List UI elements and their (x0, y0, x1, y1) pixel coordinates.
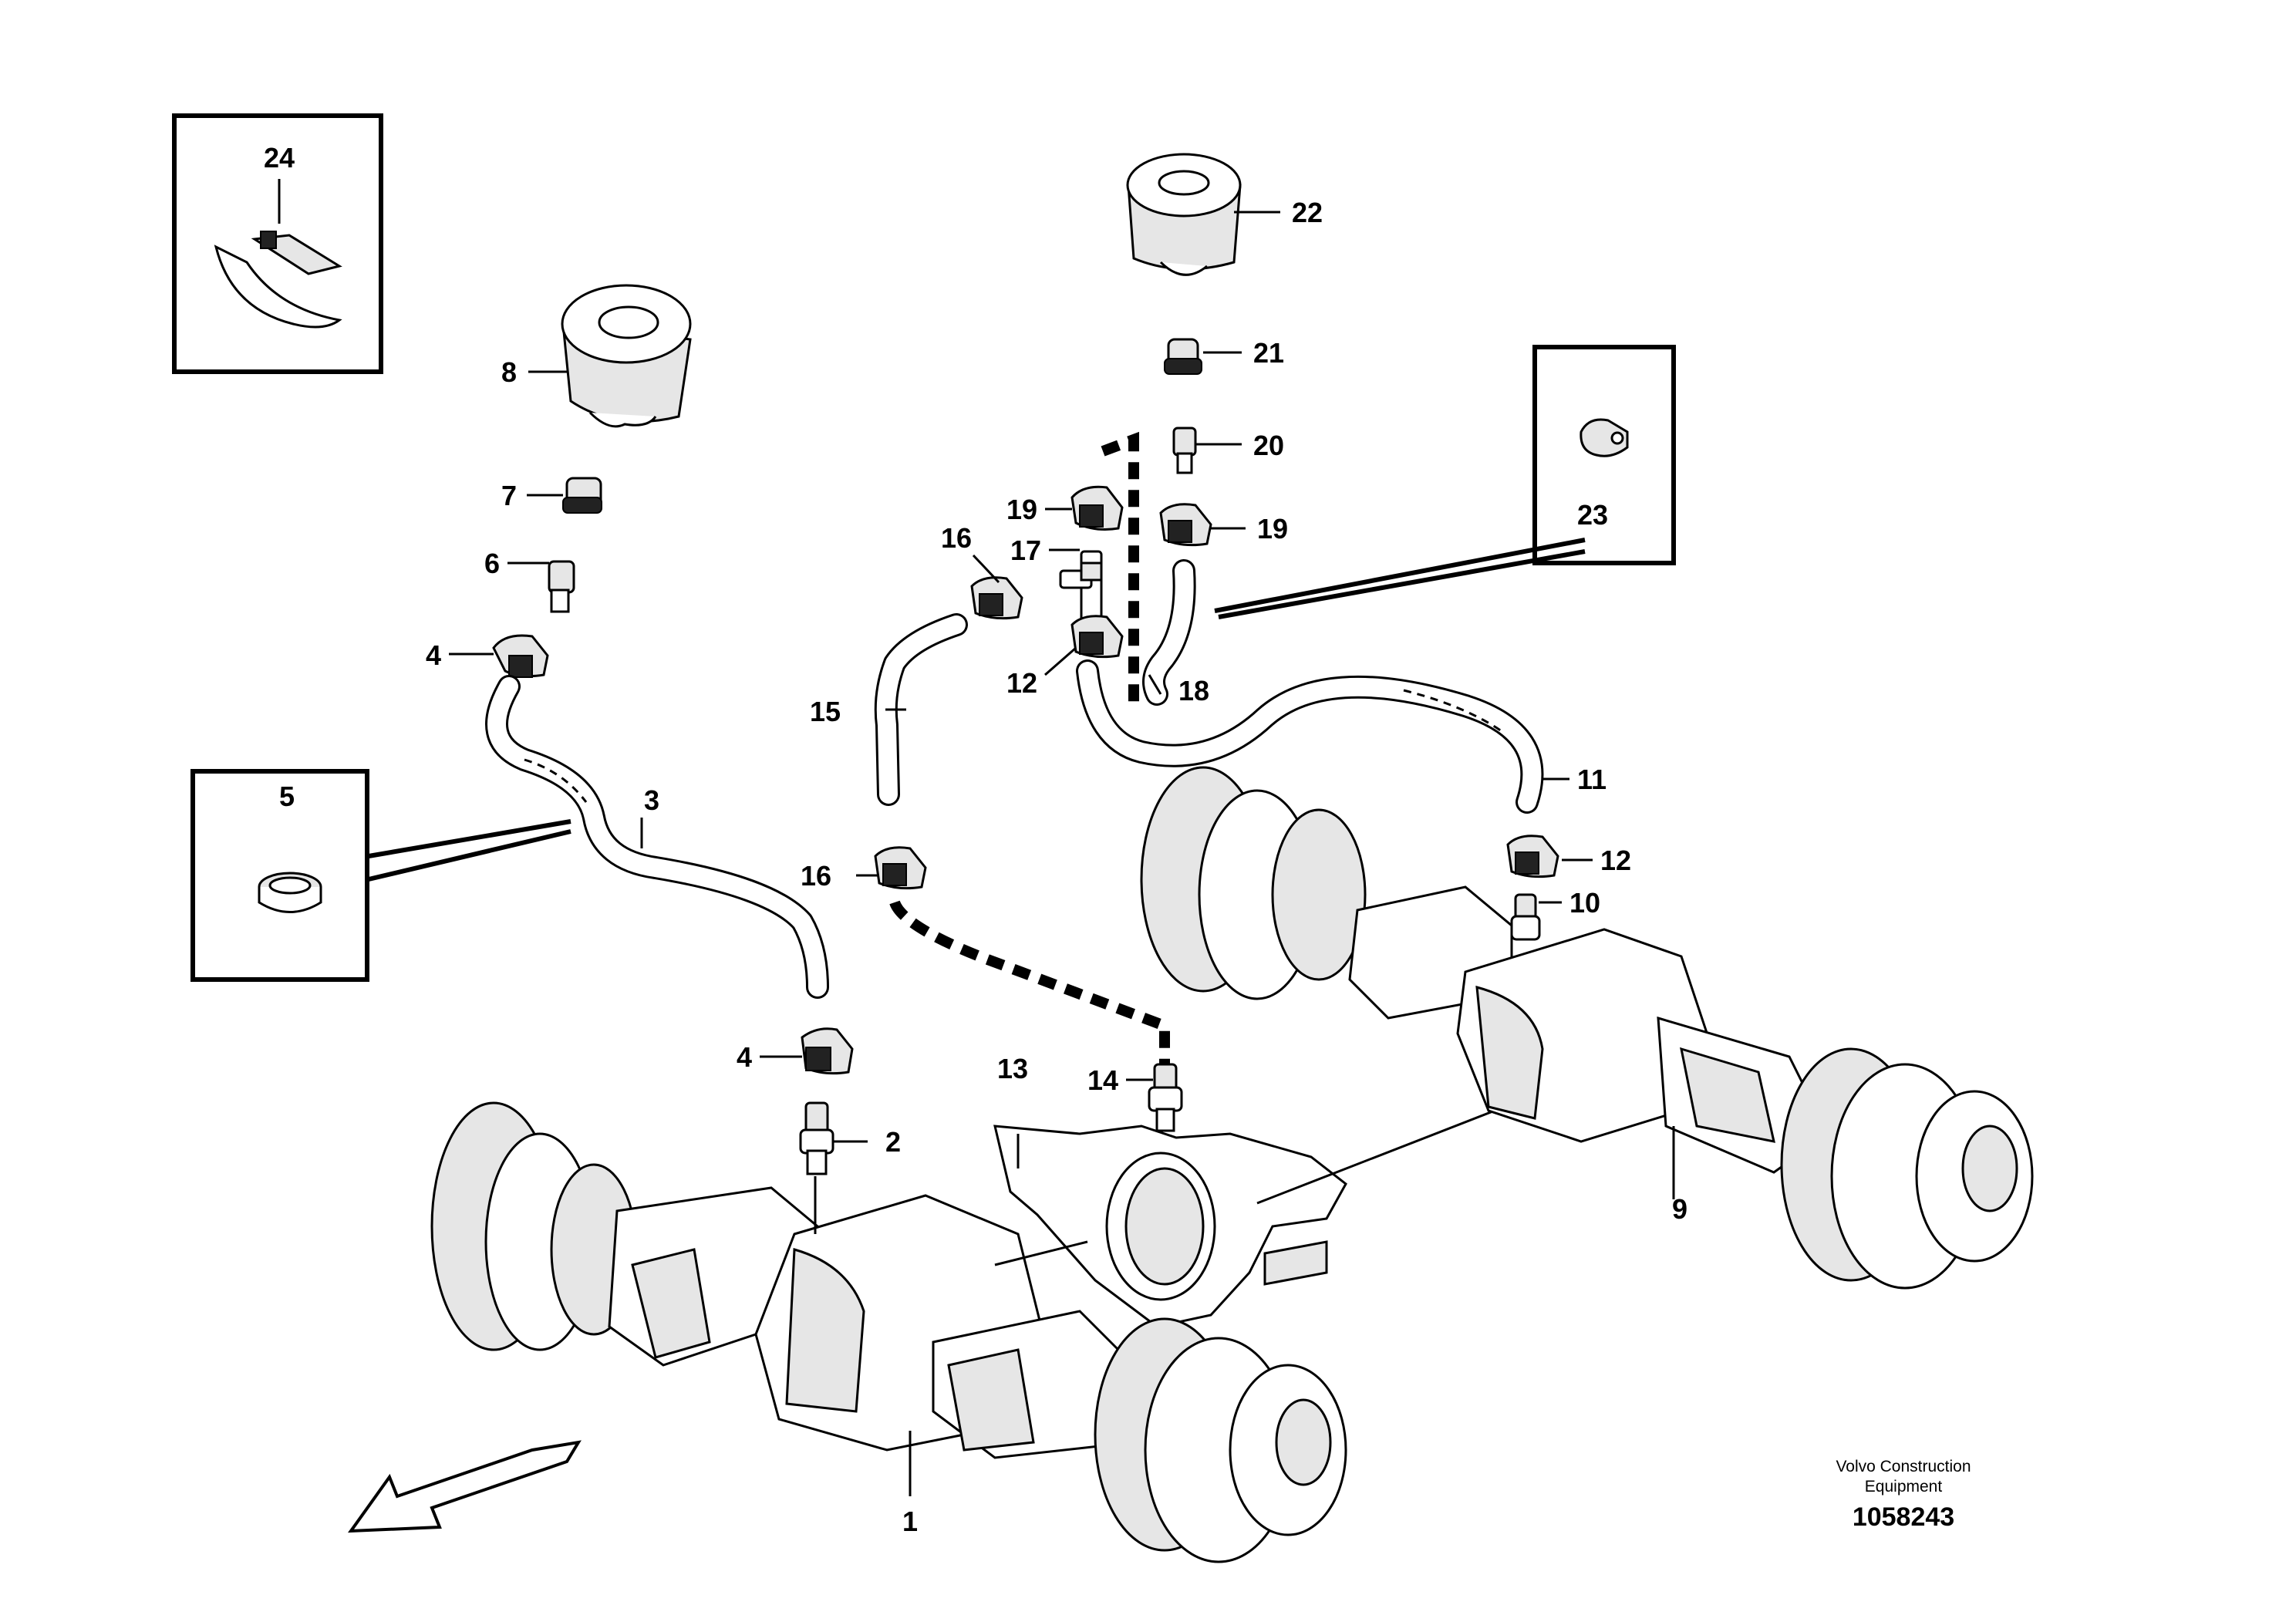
leader-lines (278, 179, 1675, 1496)
inset-box-24 (172, 113, 383, 374)
clamp-4-lower (801, 1027, 854, 1075)
brand-line-1: Volvo Construction (1836, 1458, 1971, 1475)
breather-22 (1126, 153, 1242, 276)
callout-23: 23 (1577, 499, 1608, 531)
fitting-14 (1148, 1063, 1183, 1132)
callouts: 24 8 7 6 4 5 3 4 2 1 15 16 16 17 19 12 1… (264, 142, 1687, 1537)
inset-box-5 (190, 769, 571, 982)
fitting-6 (548, 560, 575, 613)
bracket-13 (993, 1086, 1555, 1328)
clamp-4-upper (492, 634, 549, 678)
callout-17: 17 (1010, 534, 1041, 566)
front-axle-1 (430, 1101, 1347, 1563)
dashed-connector-upper (1101, 431, 1139, 702)
callout-10: 10 (1569, 887, 1600, 919)
callout-12b: 12 (1600, 845, 1631, 876)
fitting-20 (1172, 427, 1197, 474)
clamp-16-lower (874, 846, 927, 890)
fitting-10 (1510, 893, 1541, 941)
callout-22: 22 (1292, 197, 1323, 228)
callout-20: 20 (1253, 430, 1284, 461)
tee-17 (1059, 550, 1103, 626)
inset-box-23 (1214, 345, 1676, 619)
callout-19a: 19 (1006, 494, 1037, 525)
callout-9: 9 (1672, 1193, 1687, 1225)
direction-arrow (347, 1440, 582, 1533)
callout-4b: 4 (737, 1041, 752, 1073)
hose-15 (874, 613, 968, 806)
fitting-21 (1164, 338, 1202, 375)
callout-11: 11 (1577, 764, 1607, 795)
callout-24: 24 (264, 142, 295, 174)
callout-21: 21 (1253, 337, 1284, 369)
callout-2: 2 (885, 1126, 901, 1158)
callout-7: 7 (501, 480, 517, 511)
clamp-19-right (1159, 503, 1212, 547)
clamp-12-lower (1506, 835, 1559, 878)
callout-3: 3 (644, 784, 659, 816)
breather-8 (561, 284, 692, 428)
footer-credit: Volvo Construction Equipment 1058243 (1836, 1458, 1971, 1532)
callout-13: 13 (997, 1053, 1028, 1084)
rear-axle-9 (1140, 766, 2034, 1290)
callout-8: 8 (501, 356, 517, 388)
callout-19b: 19 (1257, 513, 1288, 545)
clamp-19-left (1070, 485, 1124, 531)
callout-18: 18 (1178, 675, 1209, 706)
callout-12a: 12 (1006, 667, 1037, 699)
fitting-7 (562, 477, 602, 514)
callout-16b: 16 (801, 860, 831, 892)
clamp-16-upper (970, 576, 1023, 620)
callout-4a: 4 (426, 639, 441, 671)
callout-16a: 16 (941, 522, 972, 554)
callout-6: 6 (484, 548, 500, 579)
callout-15: 15 (810, 696, 841, 727)
callout-1: 1 (902, 1506, 918, 1537)
drawing-part-number: 1058243 (1853, 1502, 1954, 1532)
callout-5: 5 (279, 781, 295, 812)
dashed-connector-lower (889, 900, 1170, 1072)
clamp-12-upper (1070, 615, 1124, 659)
hose-3 (485, 675, 829, 999)
hose-11 (1076, 659, 1544, 814)
brand-line-2: Equipment (1865, 1478, 1943, 1496)
fitting-2 (799, 1101, 834, 1175)
callout-14: 14 (1087, 1064, 1118, 1096)
